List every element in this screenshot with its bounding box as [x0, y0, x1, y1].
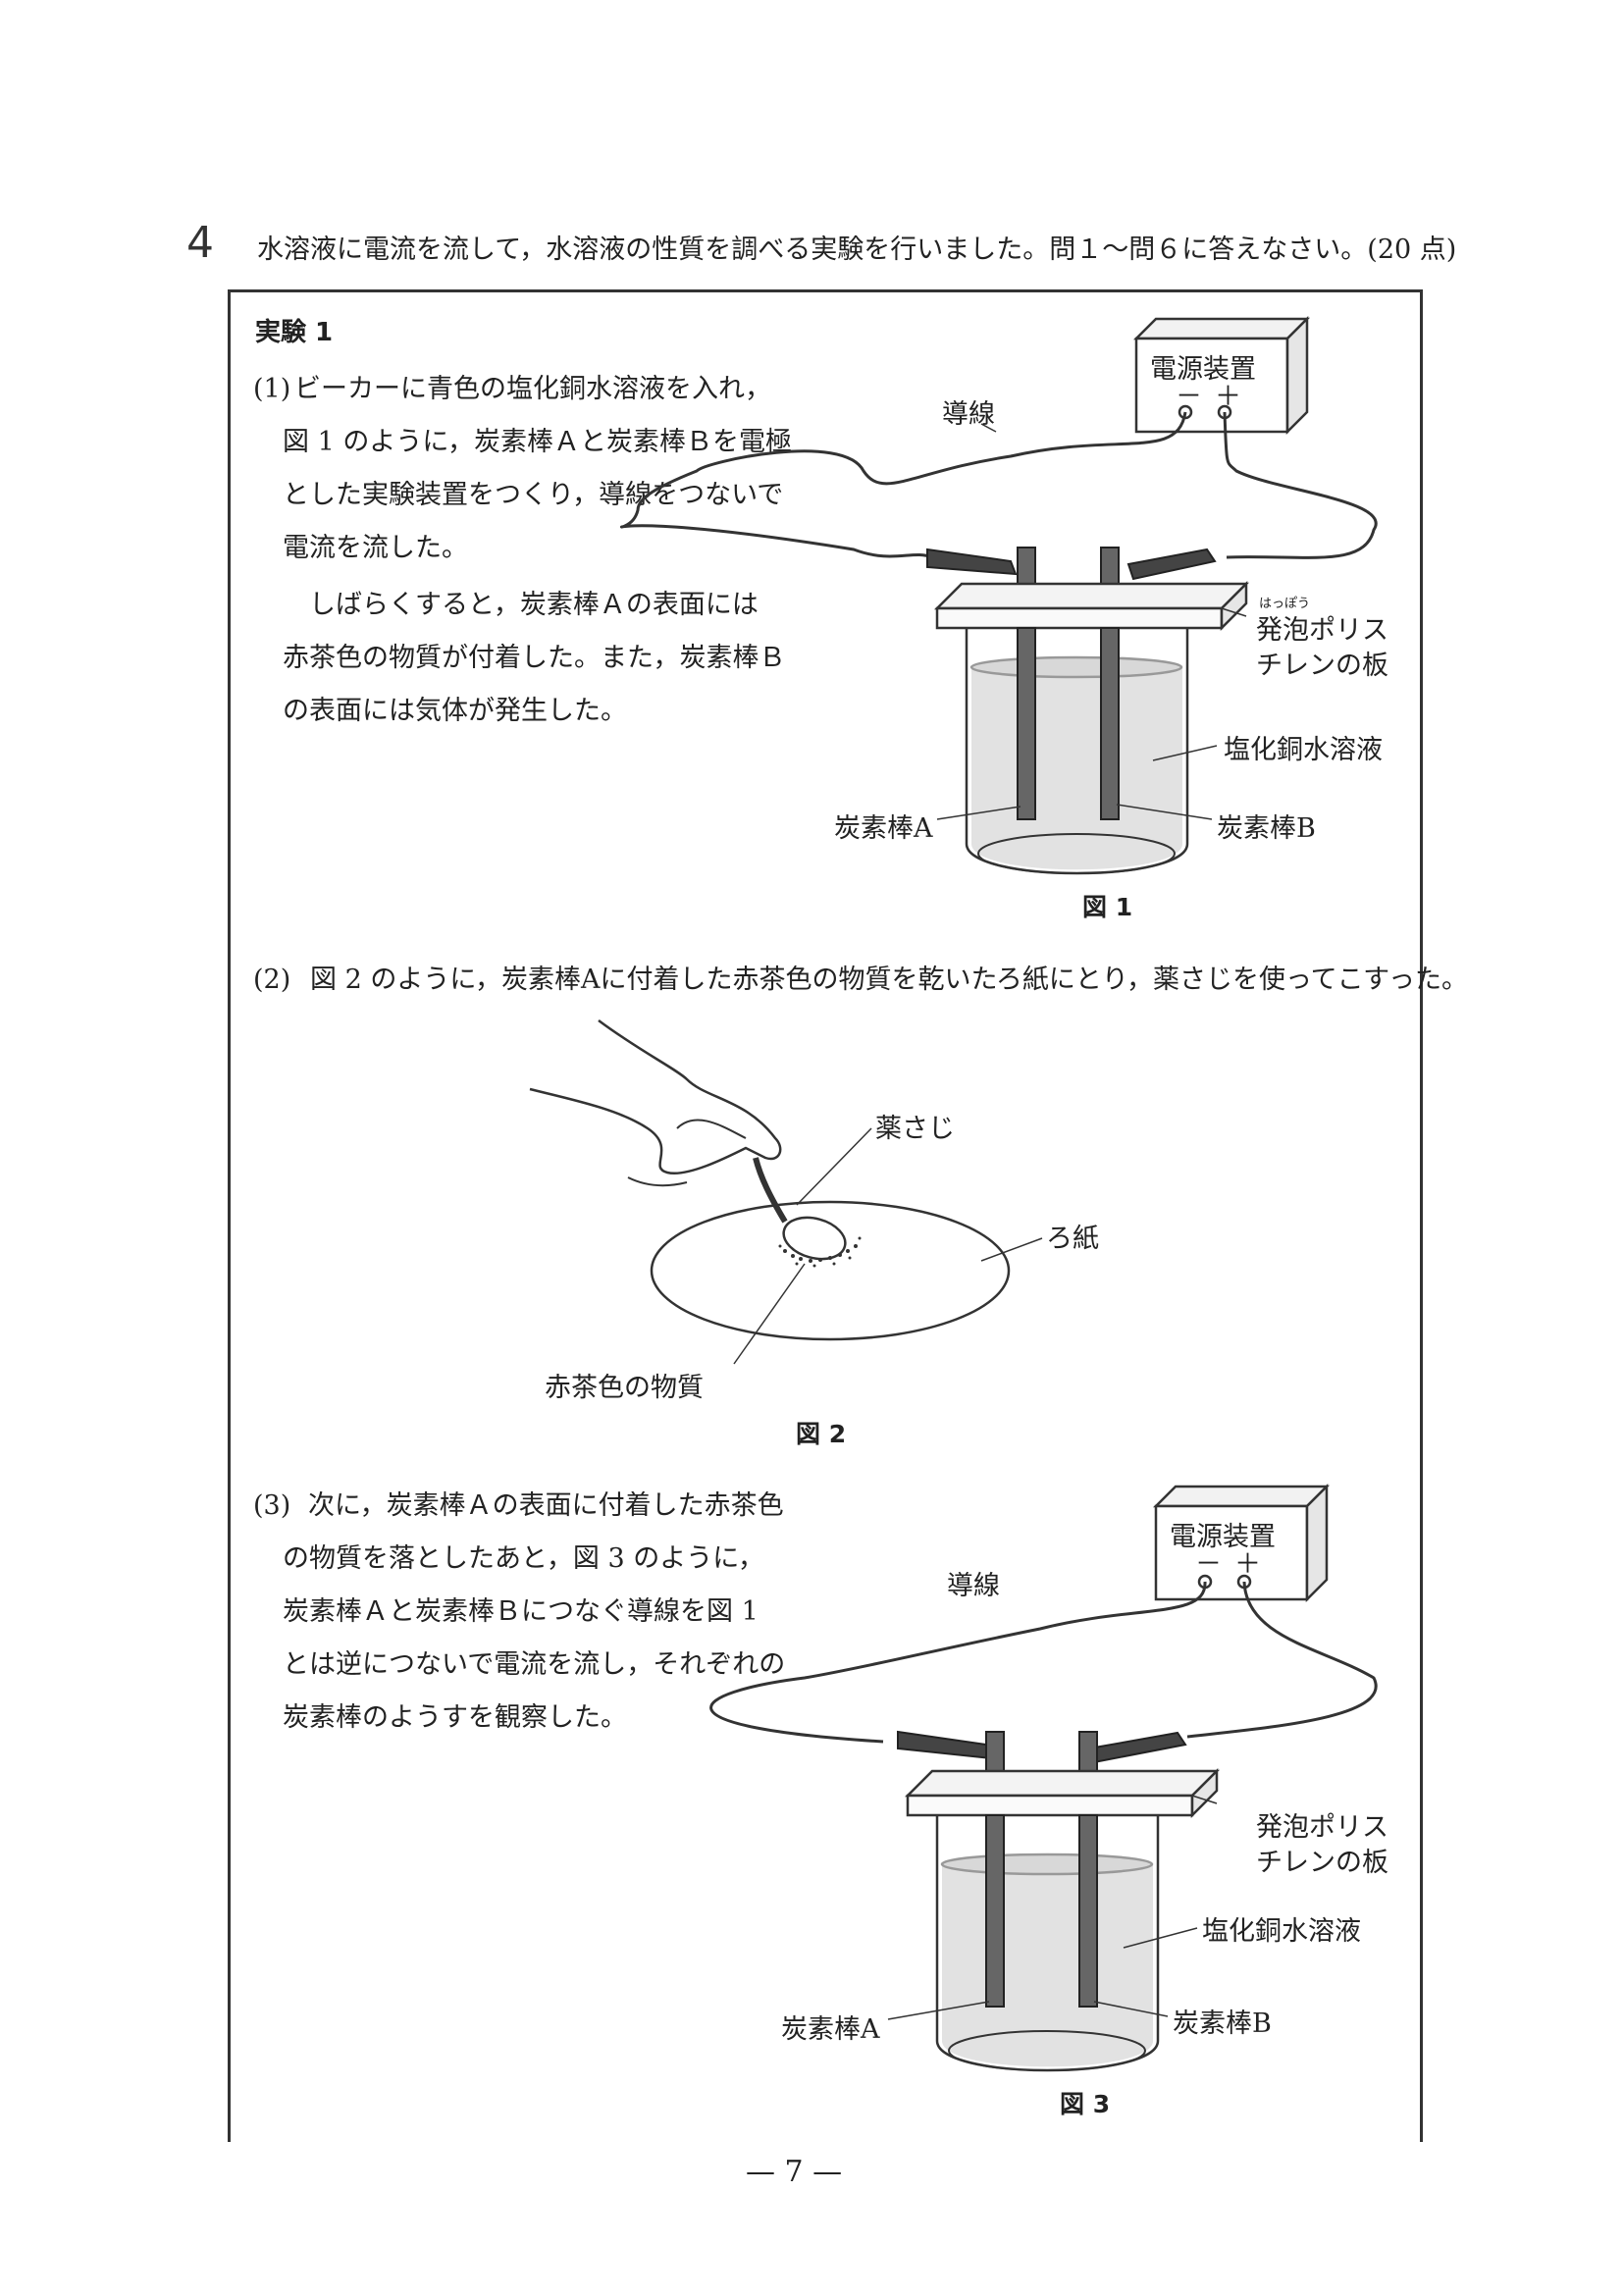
fig1-rod-a-label: 炭素棒A	[834, 813, 933, 844]
fig3-wire-label: 導線	[947, 1571, 1000, 1601]
step3-line-4: とは逆につないで電流を流し，それぞれの	[283, 1649, 786, 1680]
spoon-icon	[753, 1157, 788, 1224]
fig3-board-label-2: チレンの板	[1256, 1848, 1388, 1878]
step3-line-5: 炭素棒のようすを観察した。	[283, 1702, 627, 1733]
step1-line-1: ビーカーに青色の塩化銅水溶液を入れ，	[294, 374, 771, 404]
step3-line-2: の物質を落としたあと，図 3 のように，	[283, 1543, 764, 1574]
step1-label: (1)	[253, 374, 291, 404]
step1-line-4: 電流を流した。	[283, 533, 468, 563]
fig3-minus-label: －	[1195, 1549, 1222, 1580]
step2-text: 図 2 のように，炭素棒Aに付着した赤茶色の物質を乾いたろ紙にとり，薬さじを使っ…	[310, 965, 1469, 995]
wire-path	[619, 411, 1187, 559]
fig3-rod-b-label: 炭素棒B	[1173, 2009, 1272, 2039]
fig3-plus-label: ＋	[1234, 1549, 1261, 1580]
fig3-rod-a-label: 炭素棒A	[781, 2014, 880, 2045]
fig3-board-label-1: 発泡ポリス	[1256, 1812, 1388, 1843]
clip-right-icon	[1126, 548, 1217, 581]
page-number: — 7 —	[746, 2155, 843, 2189]
filter-paper	[650, 1200, 1011, 1341]
fig1-board-label-2: チレンの板	[1256, 651, 1388, 681]
step1-line-6: 赤茶色の物質が付着した。また，炭素棒Ｂ	[283, 643, 786, 673]
step3-line-3: 炭素棒Ａと炭素棒Ｂにつなぐ導線を図 1	[283, 1596, 759, 1627]
experiment-title: 実験 1	[255, 318, 334, 347]
fig1-power-supply-label: 電源装置	[1150, 354, 1256, 385]
clip-right-icon	[1087, 1731, 1187, 1764]
fig2-spoon-label: 薬さじ	[875, 1114, 955, 1144]
fig1-caption: 図 1	[1082, 893, 1133, 921]
fig2-caption: 図 2	[796, 1420, 847, 1448]
fig1-plus-label: ＋	[1215, 382, 1241, 412]
step3-line-1: 次に，炭素棒Ａの表面に付着した赤茶色	[308, 1490, 784, 1521]
step1-line-2: 図 1 のように，炭素棒Ａと炭素棒Ｂを電極	[283, 427, 792, 457]
fig3-caption: 図 3	[1060, 2090, 1111, 2118]
fig3-solution-label: 塩化銅水溶液	[1202, 1916, 1361, 1947]
power-supply-icon	[1152, 1483, 1331, 1603]
clip-left-icon	[926, 548, 1018, 576]
substance-dots	[778, 1236, 862, 1268]
question-text: 水溶液に電流を流して，水溶液の性質を調べる実験を行いました。問１～問６に答えなさ…	[257, 235, 1457, 265]
step1-line-3: とした実験装置をつくり，導線をつないで	[283, 480, 784, 510]
question-number: 4	[186, 218, 214, 268]
fig1-board-ruby: はっぽう	[1259, 597, 1311, 611]
clip-left-icon	[897, 1730, 993, 1760]
fig1-minus-label: －	[1176, 382, 1202, 412]
fig2-filter-paper-label: ろ紙	[1046, 1224, 1099, 1254]
fig2-substance-label: 赤茶色の物質	[545, 1373, 704, 1403]
experiment-frame	[228, 289, 1423, 2142]
step2-label: (2)	[253, 965, 291, 995]
fig1-rod-b-label: 炭素棒B	[1217, 813, 1316, 844]
fig1-wire-label: 導線	[942, 399, 995, 430]
fig3-power-supply-label: 電源装置	[1170, 1522, 1276, 1552]
foam-board	[933, 580, 1250, 632]
fig1-board-label-1: 発泡ポリス	[1256, 615, 1388, 646]
step1-line-5: しばらくすると，炭素棒Ａの表面には	[283, 590, 759, 620]
power-supply-icon	[1132, 315, 1311, 436]
step1-line-7: の表面には気体が発生した。	[283, 696, 627, 726]
fig1-solution-label: 塩化銅水溶液	[1224, 735, 1383, 765]
step3-label: (3)	[253, 1490, 291, 1521]
hand-icon	[529, 1018, 782, 1175]
